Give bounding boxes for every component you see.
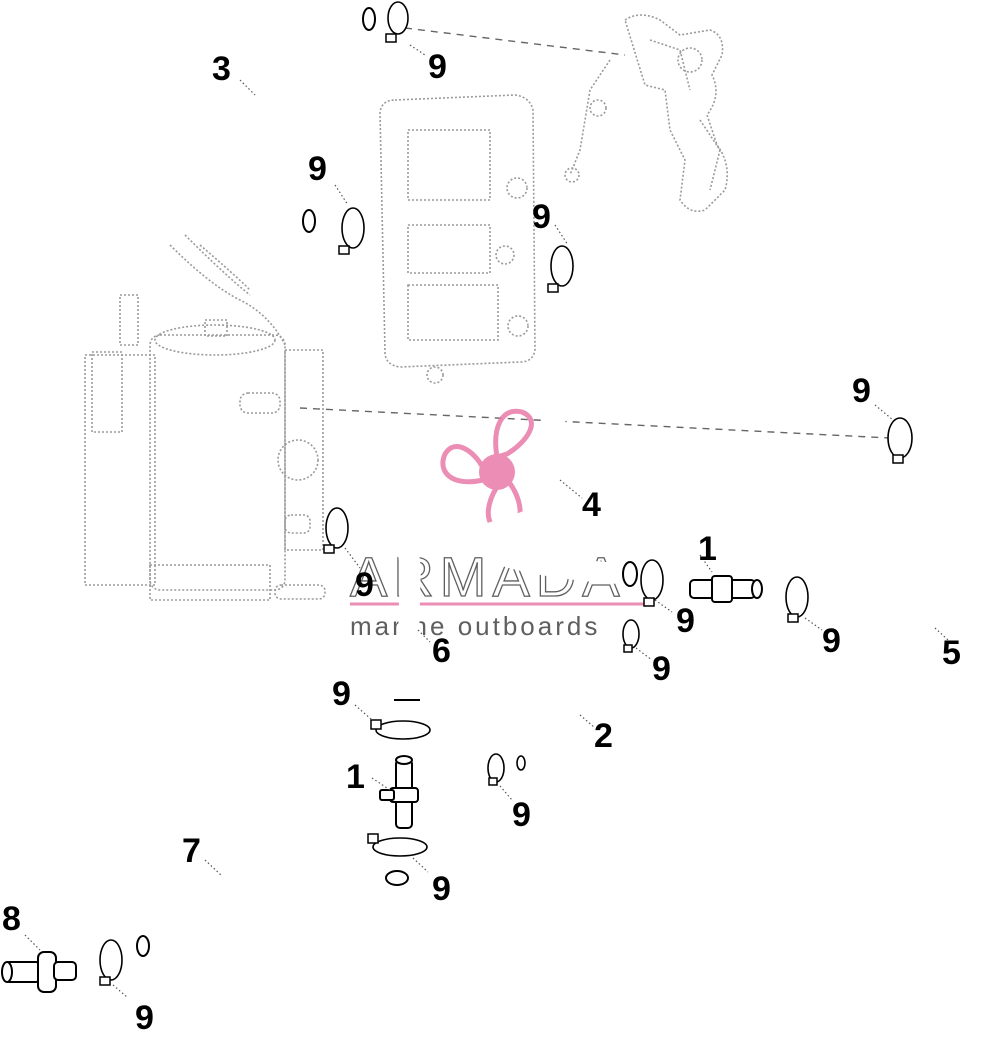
ghost-ecu-module xyxy=(379,94,536,384)
callout-6: 6 xyxy=(432,632,451,670)
fitting-8 xyxy=(1,951,77,993)
routing-line-top xyxy=(404,27,626,56)
clamp-9 xyxy=(622,619,640,653)
fitting-1-tee xyxy=(379,755,419,829)
callout-2: 2 xyxy=(594,717,613,755)
hose-2 xyxy=(516,636,604,771)
clamp-9 xyxy=(370,719,431,740)
callout-9: 9 xyxy=(332,675,351,713)
clamp-9 xyxy=(323,507,349,554)
callout-9: 9 xyxy=(308,150,327,188)
routing-line-middle xyxy=(299,407,891,439)
callout-9: 9 xyxy=(822,622,841,660)
callout-7: 7 xyxy=(182,832,201,870)
clamp-9 xyxy=(887,417,913,464)
callout-1: 1 xyxy=(346,758,365,796)
ghost-fuel-pump-assembly xyxy=(84,234,326,601)
callout-9: 9 xyxy=(532,198,551,236)
callout-1: 1 xyxy=(698,530,717,568)
hose-5 xyxy=(829,429,993,636)
callouts: 9 3 9 9 9 4 1 9 9 9 6 5 9 9 2 1 9 7 9 8 … xyxy=(2,48,961,1037)
propeller-icon xyxy=(440,408,534,533)
callout-8: 8 xyxy=(2,900,21,938)
clamp-9 xyxy=(640,559,664,607)
callout-9: 9 xyxy=(512,796,531,834)
hose-4 xyxy=(469,257,643,587)
hose-7 xyxy=(135,868,409,957)
callout-3: 3 xyxy=(212,50,231,88)
callout-9: 9 xyxy=(432,870,451,908)
clamp-9 xyxy=(385,1,409,43)
brand-tagline: marine outboards xyxy=(350,611,600,641)
hose-3 xyxy=(154,5,376,233)
callout-9: 9 xyxy=(852,372,871,410)
leader-lines xyxy=(24,44,949,999)
callout-9: 9 xyxy=(355,566,374,604)
callout-9: 9 xyxy=(428,48,447,86)
clamp-9 xyxy=(547,245,574,293)
clamp-9 xyxy=(99,939,123,986)
clamp-9 xyxy=(338,207,365,255)
clamp-9 xyxy=(487,753,505,786)
callout-9: 9 xyxy=(135,999,154,1037)
fitting-1-horizontal xyxy=(689,575,763,603)
clamp-9 xyxy=(785,576,809,623)
callout-9: 9 xyxy=(652,650,671,688)
ghost-bracket-assembly xyxy=(564,14,728,213)
callout-5: 5 xyxy=(942,634,961,672)
clamp-9 xyxy=(367,833,428,857)
callout-9: 9 xyxy=(676,602,695,640)
callout-4: 4 xyxy=(582,486,601,524)
hose-6 xyxy=(351,516,421,711)
